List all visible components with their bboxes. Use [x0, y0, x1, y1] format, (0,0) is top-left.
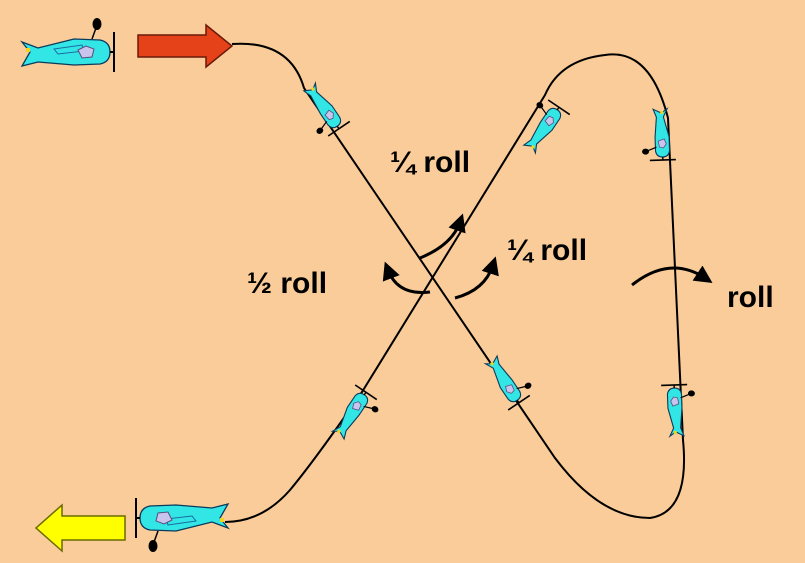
exit-plane-icon	[135, 497, 229, 553]
quarter-roll-mid-label: ¼ roll	[507, 234, 588, 267]
quarter-roll-top-label: ¼ roll	[390, 146, 471, 179]
half-roll-arrow-icon	[382, 261, 431, 295]
quarter-roll-top-arrow-icon	[419, 213, 466, 260]
exit-arrow-icon	[34, 503, 126, 553]
quarter-roll-mid-arrow-icon	[454, 256, 499, 300]
plane-right-bottom-icon	[660, 383, 698, 438]
entry-plane-icon	[21, 17, 115, 73]
entry-arrow-icon	[137, 23, 234, 69]
roll-label: roll	[727, 281, 774, 314]
plane-diagonal-1-icon	[292, 78, 351, 141]
flight-path	[224, 42, 685, 523]
plane-diagonal-4-icon	[325, 384, 384, 447]
plane-diagonal-2-icon	[512, 95, 571, 158]
half-roll-label: ½ roll	[247, 267, 328, 300]
roll-arrow-icon	[631, 265, 713, 287]
